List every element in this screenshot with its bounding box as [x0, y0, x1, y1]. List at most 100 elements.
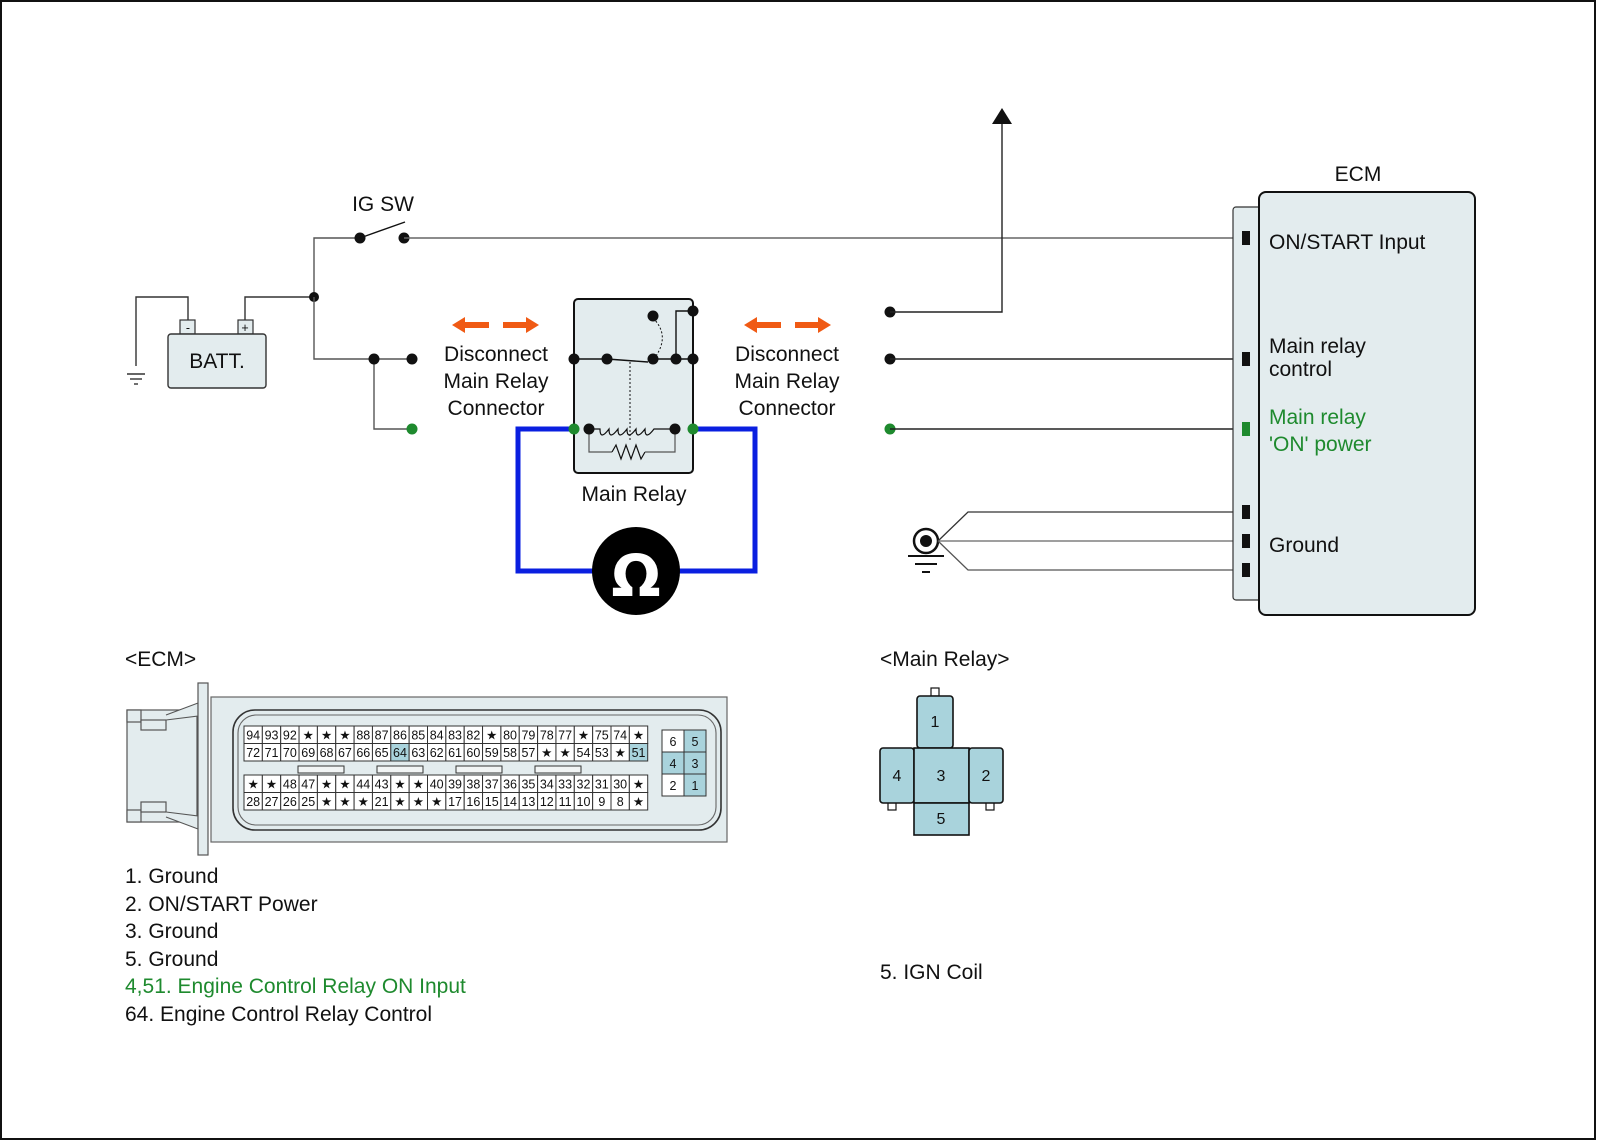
disconnect-arrows-icon: [452, 317, 539, 333]
ecm-pin-number: 68: [320, 746, 334, 760]
relay-legend-item: 5. IGN Coil: [880, 961, 983, 984]
battery-pos-label: +: [241, 321, 248, 335]
ecm-pin-number: 15: [485, 795, 499, 809]
relay-coil-icon: [589, 427, 674, 436]
ecm-power-pin-number: 4: [670, 757, 677, 771]
unused-pin-icon: ★: [248, 778, 259, 792]
ecm-pin-number: 77: [558, 729, 572, 743]
ecm-terminal-ground: Ground: [1269, 534, 1339, 557]
disconnect-left: Disconnect Main Relay Connector: [443, 317, 549, 420]
ecm-pin-number: 51: [632, 746, 646, 760]
main-relay: Main Relay: [568, 298, 699, 506]
ecm-module: ECM ON/START Input Main relay control Ma…: [1232, 163, 1476, 616]
unused-pin-icon: ★: [266, 778, 277, 792]
unused-pin-icon: ★: [431, 795, 442, 809]
relay-switch-blade: [606, 358, 649, 363]
ecm-pin-number: 11: [559, 795, 572, 809]
unused-pin-icon: ★: [321, 778, 332, 792]
ecm-pin-number: 84: [430, 729, 444, 743]
ecm-pin-number: 40: [430, 778, 444, 792]
ig-switch-label: IG SW: [352, 193, 414, 216]
ecm-power-pin-number: 6: [670, 735, 677, 749]
unused-pin-icon: ★: [413, 778, 424, 792]
relay-pin-green-left: [568, 423, 580, 435]
disconnect-right: Disconnect Main Relay Connector: [734, 317, 840, 420]
ecm-pin-number: 57: [521, 746, 535, 760]
ecm-pin-on-start: [1242, 231, 1250, 245]
unused-pin-icon: ★: [339, 795, 350, 809]
chassis-ground-icon: [908, 527, 944, 573]
ecm-legend-item: 1. Ground: [125, 865, 219, 888]
harness-pin-left-green: [406, 423, 418, 435]
ecm-pin-number: 44: [356, 778, 370, 792]
disconnect-left-line-2: Main Relay: [443, 370, 549, 393]
arrow-up-icon: [992, 108, 1012, 124]
ohmmeter-icon: Ω: [592, 527, 680, 615]
unused-pin-icon: ★: [339, 729, 350, 743]
ecm-power-pin-number: 3: [692, 757, 699, 771]
relay-pin-2: [968, 747, 1004, 804]
ecm-pin-number: 10: [577, 795, 591, 809]
ecm-power-pin-number: 2: [670, 779, 677, 793]
ig-feed-wire: [313, 237, 360, 297]
relay-pin-green-right: [687, 423, 699, 435]
ecm-pin-number: 87: [375, 729, 389, 743]
ecm-pin-number: 54: [577, 746, 591, 760]
ecm-pin-number: 71: [265, 746, 279, 760]
unused-pin-icon: ★: [321, 795, 332, 809]
disconnect-right-line-1: Disconnect: [735, 343, 839, 366]
unused-pin-icon: ★: [633, 795, 644, 809]
relay-feed-wires: [313, 297, 418, 435]
ecm-power-pin-cell: [683, 773, 707, 797]
ecm-pin-number: 53: [595, 746, 609, 760]
ecm-pin-number: 27: [265, 795, 279, 809]
relay-pin-5-label: 5: [937, 811, 946, 828]
ecm-pin-number: 78: [540, 729, 554, 743]
ecm-pin-number: 58: [503, 746, 517, 760]
unused-pin-icon: ★: [615, 746, 626, 760]
unused-pin-icon: ★: [394, 778, 405, 792]
ecm-pin-number: 37: [485, 778, 499, 792]
ecm-pin-number: 85: [411, 729, 425, 743]
battery-label: BATT.: [189, 350, 245, 373]
ecm-pin-ground-3: [1242, 563, 1250, 577]
ecm-terminal-on-start: ON/START Input: [1269, 231, 1426, 254]
ecm-pin-number: 8: [617, 795, 624, 809]
main-relay-label: Main Relay: [581, 483, 687, 506]
ecm-pin-relay-control: [1242, 352, 1250, 366]
relay-pin-legend: 5. IGN Coil: [880, 959, 983, 987]
ecm-pin-number: 82: [466, 729, 480, 743]
ecm-pin-number: 86: [393, 729, 407, 743]
ecm-pin-cell: [628, 792, 649, 811]
ecm-pin-number: 83: [448, 729, 462, 743]
ecm-pin-number: 30: [613, 778, 627, 792]
ecm-terminal-relay-on-power-2: 'ON' power: [1269, 433, 1372, 456]
ecm-pin-number: 34: [540, 778, 554, 792]
ecm-pin-number: 93: [265, 729, 279, 743]
ecm-pin-number: 21: [375, 795, 389, 809]
ecm-pin-number: 35: [521, 778, 535, 792]
ecm-pin-number: 66: [356, 746, 370, 760]
unused-pin-icon: ★: [633, 778, 644, 792]
ecm-pin-number: 14: [503, 795, 517, 809]
ecm-terminal-relay-control-2: control: [1269, 358, 1332, 381]
ecm-pin-number: 13: [521, 795, 535, 809]
relay-pin-2-label: 2: [982, 768, 991, 785]
ecm-body: [1258, 191, 1476, 616]
unused-pin-icon: ★: [339, 778, 350, 792]
harness-right: [884, 108, 1246, 573]
unused-pin-icon: ★: [633, 729, 644, 743]
disconnect-left-line-3: Connector: [448, 397, 545, 420]
ground-symbol-icon: [127, 373, 145, 385]
ecm-pin-ground-2: [1242, 534, 1250, 548]
ecm-legend-item: 5. Ground: [125, 947, 219, 971]
harness-pin-left-top: [406, 353, 418, 365]
ecm-pin-number: 32: [577, 778, 591, 792]
ecm-pin-number: 69: [301, 746, 315, 760]
disconnect-left-line-1: Disconnect: [444, 343, 548, 366]
